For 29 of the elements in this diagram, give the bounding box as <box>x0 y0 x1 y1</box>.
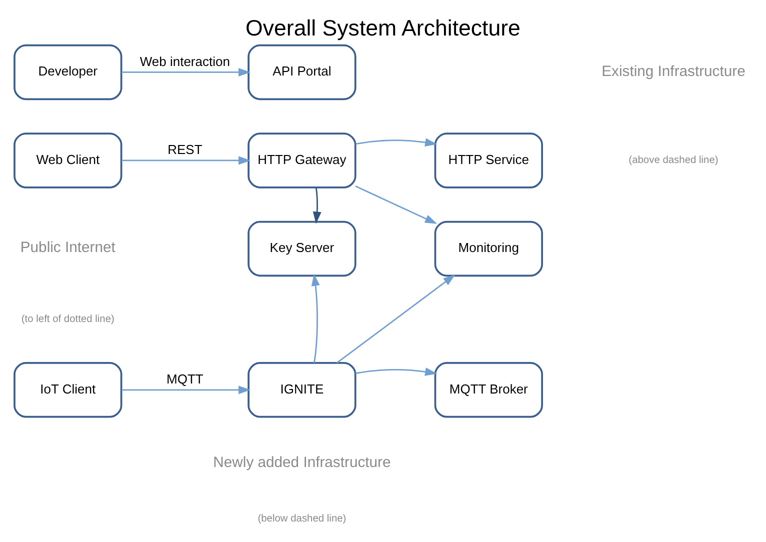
node-box: API Portal <box>248 44 356 100</box>
node-box: MQTT Broker <box>434 362 543 418</box>
arrow <box>355 368 438 376</box>
arrow <box>355 186 438 224</box>
label: (below dashed line) <box>258 514 346 525</box>
diagram-title: Overall System Architecture <box>246 15 520 40</box>
node-box: Key Server <box>248 220 356 277</box>
arrow <box>122 156 251 165</box>
arrow <box>122 68 251 76</box>
node-box: HTTP Gateway <box>248 132 356 188</box>
node-box: HTTP Service <box>434 132 543 188</box>
arrow <box>312 187 322 224</box>
node-box: Monitoring <box>434 220 543 277</box>
node-box: Web Client <box>14 132 122 188</box>
node-box: Developer <box>14 44 122 100</box>
arrow <box>336 274 456 364</box>
label: Newly added Infrastructure <box>213 454 391 471</box>
label: Public Internet <box>20 240 116 256</box>
node-box: IGNITE <box>248 362 356 418</box>
edge-label: Web interaction <box>140 54 230 69</box>
arrow <box>122 386 251 394</box>
arrow <box>355 138 438 147</box>
label: (to left of dotted line) <box>21 314 114 325</box>
node-box: IoT Client <box>14 362 122 418</box>
label: (above dashed line) <box>628 155 718 166</box>
label: Existing Infrastructure <box>602 64 746 80</box>
edge-label: MQTT <box>166 372 204 387</box>
edge-label: REST <box>168 142 202 158</box>
arrow <box>311 274 320 363</box>
